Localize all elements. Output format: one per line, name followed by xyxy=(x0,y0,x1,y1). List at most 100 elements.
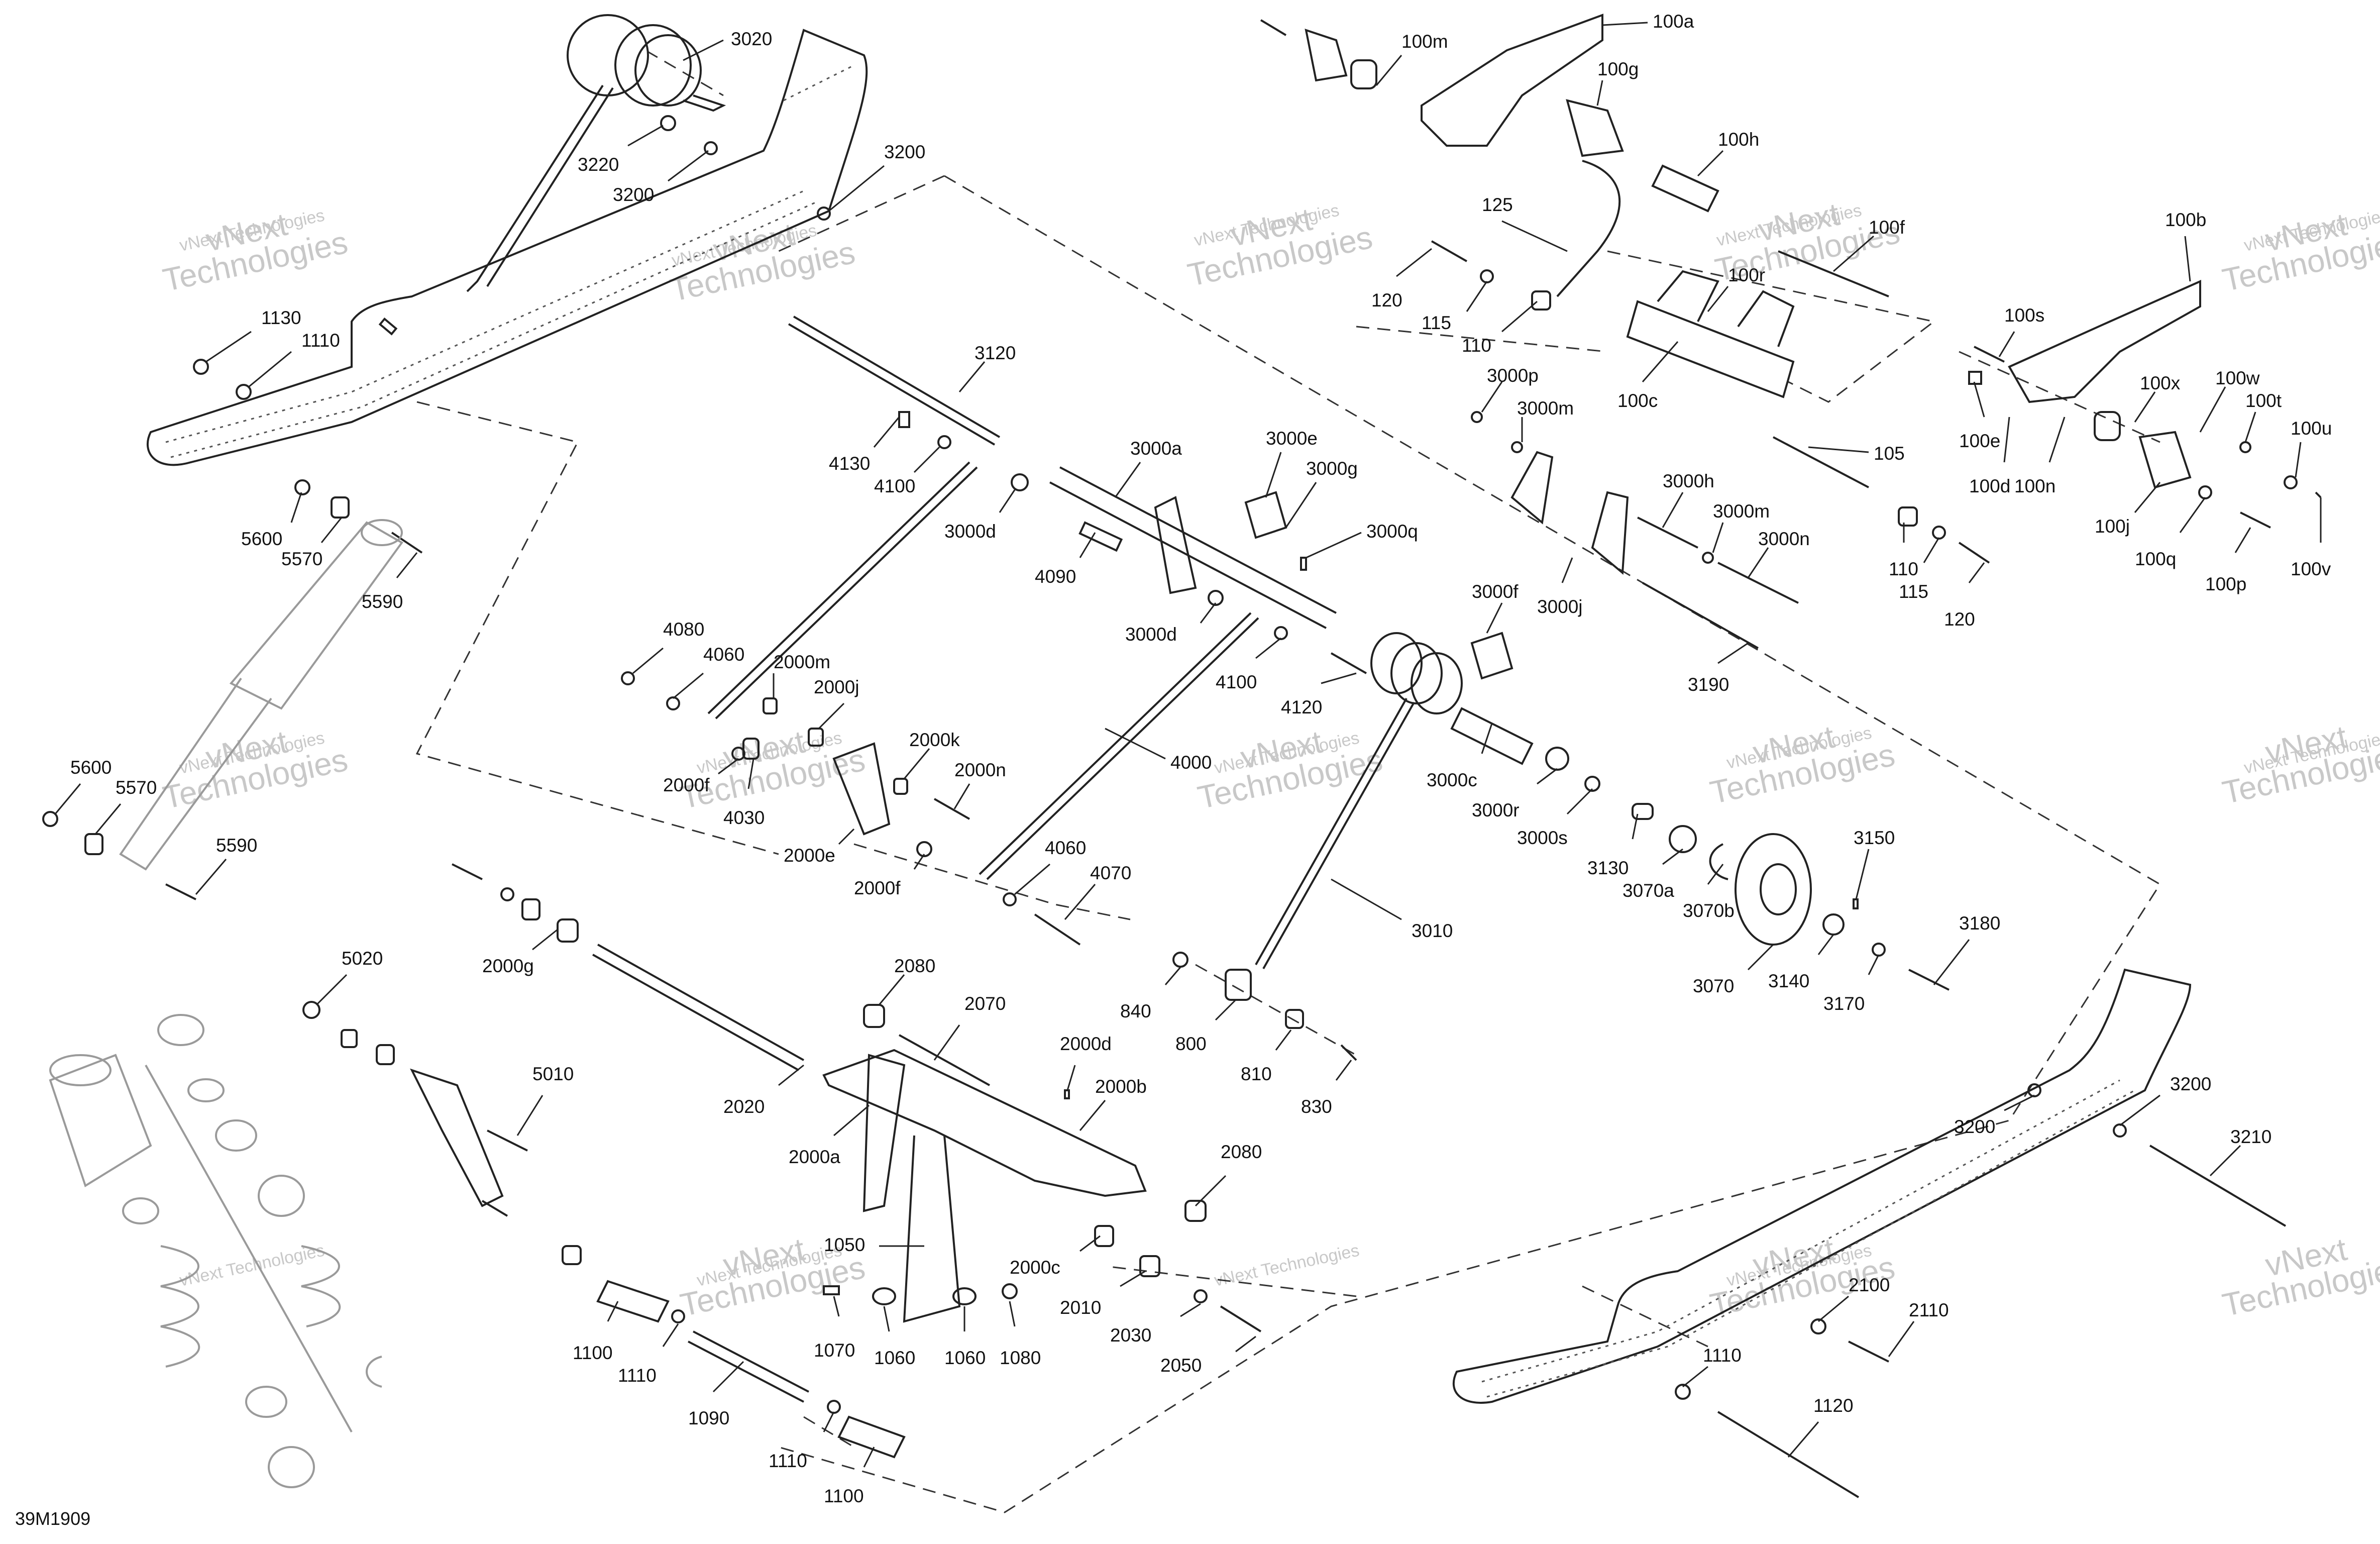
callout-label: 100e xyxy=(1959,431,2000,451)
watermark: vNext Technologies xyxy=(178,1241,327,1290)
callout-label: 5590 xyxy=(362,591,403,612)
callout-label: 3000s xyxy=(1517,828,1568,848)
callout: 1100 xyxy=(573,1301,619,1363)
callout: 2020 xyxy=(723,1064,804,1117)
callout-label: 2000b xyxy=(1095,1076,1147,1097)
guide xyxy=(145,1065,353,1432)
shaft-1090 xyxy=(693,1330,809,1393)
callout-label: 115 xyxy=(1899,581,1928,602)
callout: 3000h xyxy=(1662,471,1714,528)
swing-arm-2000a xyxy=(822,1049,1147,1197)
callout-label: 1110 xyxy=(301,330,340,351)
callout: 3070a xyxy=(1622,848,1683,901)
callout: 4060 xyxy=(1014,838,1086,895)
washer-2000g xyxy=(500,887,514,901)
callout-label: 3000d xyxy=(1125,624,1177,645)
bracket-100m xyxy=(1305,29,1348,82)
shaft-3120 xyxy=(793,316,1001,438)
cup xyxy=(157,1014,204,1046)
washer-4080 xyxy=(621,671,635,685)
callout: 5020 xyxy=(315,948,383,1006)
sleeve-3000c xyxy=(1450,707,1534,765)
callout: 100g xyxy=(1596,59,1639,106)
callout-label: 3010 xyxy=(1412,920,1453,941)
callout: 100n xyxy=(2014,417,2066,496)
cup xyxy=(215,1119,257,1152)
callout: 3200 xyxy=(613,150,709,205)
callout-label: 2110 xyxy=(1909,1300,1949,1320)
guide-line xyxy=(1195,964,1357,1056)
callout: 120 xyxy=(1944,562,1985,630)
bracket-3000e xyxy=(1244,491,1287,539)
pin-100v xyxy=(2315,491,2322,498)
callout-label: 2000e xyxy=(784,845,835,866)
callout-label: 1110 xyxy=(1703,1345,1742,1366)
callout: 1090 xyxy=(688,1361,744,1428)
callout: 125 xyxy=(1482,194,1568,252)
callout-label: 100n xyxy=(2014,476,2056,496)
washer-1110 xyxy=(236,384,252,400)
callout-label: 110 xyxy=(1889,559,1918,579)
bumper-top xyxy=(49,1054,112,1086)
callout: 4130 xyxy=(829,417,900,474)
washer-1060 xyxy=(872,1287,896,1305)
callout-label: 100v xyxy=(2291,559,2331,579)
bushing-2000j xyxy=(808,728,824,747)
callout: 100j xyxy=(2095,482,2161,537)
callout: 2010 xyxy=(1060,1270,1146,1318)
spring-coils xyxy=(301,1245,341,1327)
washer-100u xyxy=(2284,475,2298,489)
callout-label: 3150 xyxy=(1854,828,1895,848)
bushing-2000g xyxy=(521,898,540,920)
clip-3070b xyxy=(1709,843,1728,880)
right-rail-holes xyxy=(1481,1079,2120,1383)
callout-label: 1110 xyxy=(618,1365,657,1386)
callout: 2030 xyxy=(1110,1303,1201,1346)
callout: 5590 xyxy=(195,835,257,895)
callout-label: 1110 xyxy=(769,1451,807,1471)
callout: 830 xyxy=(1301,1060,1352,1117)
watermark: Technologies vNext xyxy=(2219,206,2380,298)
bracket-100g xyxy=(1566,99,1624,157)
top-right-parts xyxy=(1260,14,2322,649)
callout: 2000e xyxy=(784,828,855,866)
bolt-3000q xyxy=(1300,557,1307,571)
callout-label: 100t xyxy=(2245,390,2282,411)
callout: 3000a xyxy=(1114,438,1182,498)
pin-4090 xyxy=(1078,521,1123,552)
rear-shock-body xyxy=(410,1068,504,1207)
callout-label: 5590 xyxy=(216,835,257,856)
bolt-1070 xyxy=(823,1285,840,1295)
callout: 3000d xyxy=(944,489,1016,542)
callout-label: 2000f xyxy=(663,775,710,795)
callout-label: 1070 xyxy=(814,1340,855,1361)
callout: 3200 xyxy=(2119,1074,2211,1126)
callout-label: 4100 xyxy=(1216,672,1257,692)
callout: 3070b xyxy=(1683,864,1735,921)
callout: 100d xyxy=(1969,417,2010,496)
callout-label: 3200 xyxy=(2170,1074,2211,1094)
callout: 5570 xyxy=(94,777,157,835)
right-rail xyxy=(1452,968,2287,1498)
watermark: Technologies vNext xyxy=(2219,718,2380,811)
callout-label: 2080 xyxy=(894,956,935,976)
callout: 2110 xyxy=(1888,1300,1949,1357)
callout: 100h xyxy=(1697,129,1759,177)
callout: 1070 xyxy=(814,1296,855,1361)
washer-1110 xyxy=(827,1400,841,1414)
callout: 800 xyxy=(1175,999,1237,1054)
shaft-3000a xyxy=(1059,466,1337,614)
washer-4100 xyxy=(937,435,951,449)
washer-2030 xyxy=(1194,1289,1208,1303)
bushing-2000c xyxy=(1094,1225,1114,1247)
shaft-3210 xyxy=(2149,1145,2287,1227)
callout: 3000f xyxy=(1472,581,1519,634)
right-rail-body xyxy=(1452,968,2192,1404)
callout: 100c xyxy=(1617,341,1679,411)
washer-115 xyxy=(1932,526,1946,540)
callout: 3000s xyxy=(1517,788,1593,848)
bushing-2000k xyxy=(893,778,908,795)
torsion-spring xyxy=(1370,632,1423,694)
spring-3020-tab xyxy=(683,94,726,112)
callout-label: 100p xyxy=(2205,574,2246,594)
